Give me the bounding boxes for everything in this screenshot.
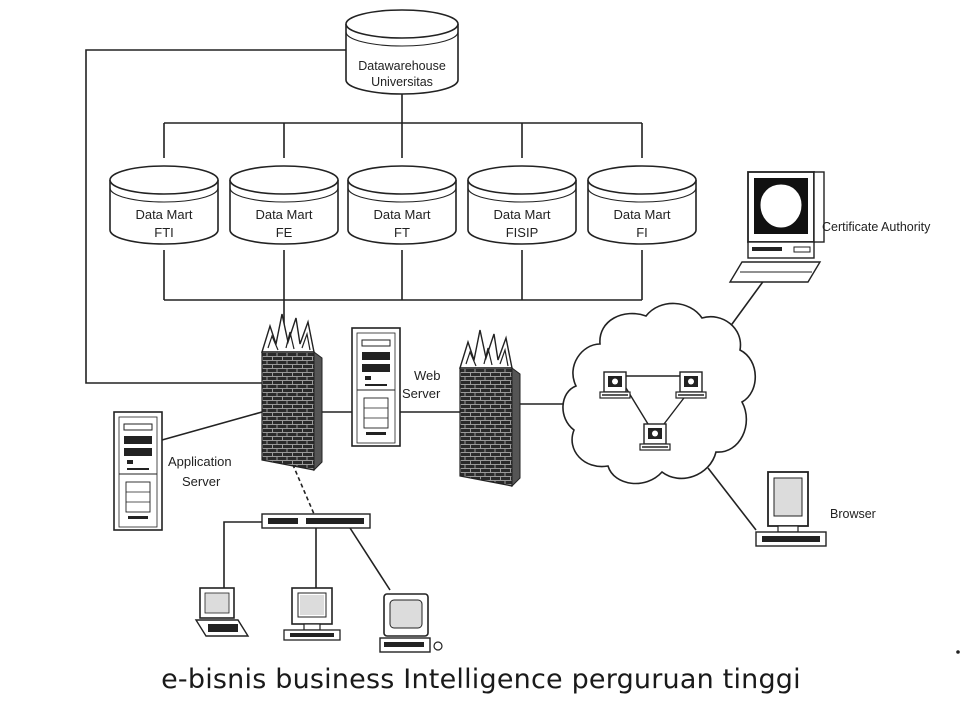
firewall-right-icon (459, 329, 521, 487)
data-mart-fti: Data Mart FTI (109, 165, 219, 245)
certificate-authority-label: Certificate Authority (822, 220, 931, 234)
connection-lines (85, 49, 771, 591)
data-mart-ft: Data Mart FT (347, 165, 457, 245)
certificate-authority-computer-icon (728, 171, 825, 283)
data-mart-fi-label-line1: Data Mart (613, 207, 670, 222)
data-mart-fti-label-line1: Data Mart (135, 207, 192, 222)
diagram-caption: e-bisnis business Intelligence perguruan… (161, 664, 801, 695)
data-mart-fi-label-line2: FI (636, 225, 648, 240)
browser-label: Browser (830, 507, 876, 521)
data-mart-fisip: Data Mart FISIP (467, 165, 577, 245)
data-mart-fti-label-line2: FTI (154, 225, 174, 240)
data-mart-ft-label-line1: Data Mart (373, 207, 430, 222)
application-server-label-line1: Application (168, 454, 232, 469)
edge-dot (956, 650, 960, 654)
datawarehouse-label-line2: Universitas (371, 75, 433, 89)
data-mart-fisip-label-line1: Data Mart (493, 207, 550, 222)
data-mart-fe-label-line2: FE (276, 225, 293, 240)
datawarehouse-label-line1: Datawarehouse (358, 59, 446, 73)
browser-computer-icon (755, 471, 827, 547)
web-server-label-line1: Web (414, 368, 441, 383)
cloud-terminal-bottom-icon (639, 423, 671, 451)
desktop-workstation-icon (283, 587, 341, 641)
network-switch-icon (261, 513, 371, 529)
data-mart-fe-label-line1: Data Mart (255, 207, 312, 222)
cloud-terminal-right-icon (675, 371, 707, 399)
data-mart-fi: Data Mart FI (587, 165, 697, 245)
laptop-workstation-icon (194, 587, 250, 637)
data-mart-fisip-label-line2: FISIP (506, 225, 539, 240)
cloud-terminal-left-icon (599, 371, 631, 399)
data-mart-fe: Data Mart FE (229, 165, 339, 245)
application-server-tower-icon (113, 411, 163, 531)
web-server-tower-icon (351, 327, 401, 447)
firewall-left-icon (261, 313, 323, 471)
web-server-label-line2: Server (402, 386, 441, 401)
datawarehouse-cylinder (345, 9, 459, 95)
dashed-link (289, 457, 315, 515)
terminal-workstation-icon (379, 593, 443, 653)
internet-cloud (562, 302, 756, 485)
data-mart-ft-label-line2: FT (394, 225, 410, 240)
application-server-label-line2: Server (182, 474, 221, 489)
